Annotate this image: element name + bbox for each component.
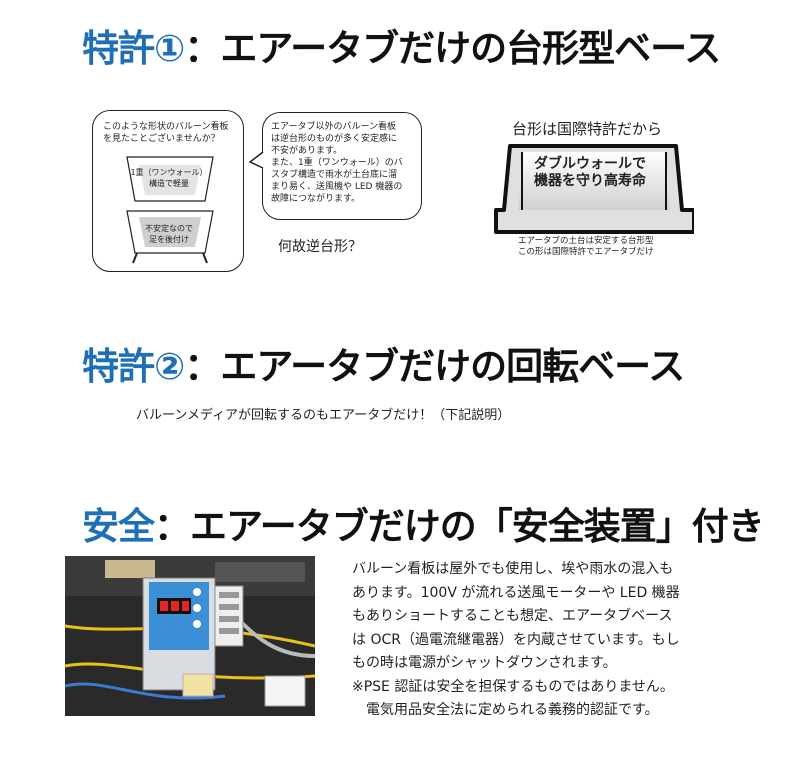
patent1-title: ：エアータブだけの台形型ベース — [184, 27, 721, 70]
safety-title: ：エアータブだけの「安全装置」付き — [154, 505, 765, 548]
right-speech-bubble: エアータブ以外のバルーン看板 は逆台形のものが多く安定感に 不安があります。 ま… — [262, 112, 422, 220]
safety-relay-photo — [65, 556, 315, 716]
trapezoid-base-illustration — [494, 144, 694, 234]
patent1-prefix: 特許① — [82, 27, 185, 70]
speech-bubble-tail — [248, 151, 264, 169]
patent2-prefix: 特許② — [82, 345, 185, 388]
trapezoid-patent-title: 台形は国際特許だから — [512, 120, 663, 138]
safety-prefix: 安全 — [82, 505, 155, 548]
left-speech-bubble: このような形状のバルーン看板 を見たことございませんか？ 1重（ワンウォール） … — [92, 110, 244, 272]
patent1-heading: 特許①：エアータブだけの台形型ベース — [82, 18, 721, 72]
rotation-description: バルーンメディアが回転するのもエアータブだけ！（下記説明） — [136, 408, 511, 423]
patent2-heading: 特許②：エアータブだけの回転ベース — [82, 336, 685, 390]
safety-heading: 安全：エアータブだけの「安全装置」付き — [82, 496, 765, 550]
bubble-explanation: エアータブ以外のバルーン看板 は逆台形のものが多く安定感に 不安があります。 ま… — [271, 122, 403, 204]
trapezoid-caption: エアータブの土台は安定する台形型 この形は国際特許でエアータブだけ — [518, 236, 654, 257]
safety-description: バルーン看板は屋外でも使用し、埃や雨水の混入も あります。100V が流れる送風… — [352, 561, 680, 718]
why-inverted-label: 何故逆台形？ — [278, 239, 362, 255]
bottom-vase-label: 不安定なので 足を後付け — [145, 224, 193, 244]
double-wall-label: ダブルウォールで 機器を守り高寿命 — [534, 156, 646, 189]
inverted-trapezoid-illustration-bottom — [126, 210, 214, 264]
bubble-question: このような形状のバルーン看板 を見たことございませんか？ — [103, 122, 229, 144]
inverted-trapezoid-illustration-top — [126, 156, 214, 202]
patent2-title: ：エアータブだけの回転ベース — [184, 345, 685, 388]
top-vase-label: 1重（ワンウォール） 構造で軽量 — [130, 168, 208, 188]
